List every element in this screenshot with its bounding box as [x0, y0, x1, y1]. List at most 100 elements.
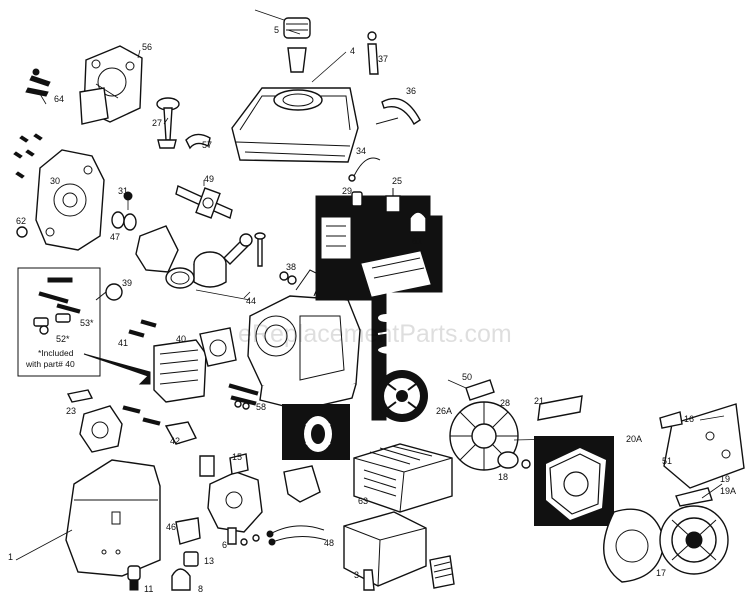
callout-46: 46 [166, 522, 176, 532]
callout-5: 5 [274, 25, 279, 35]
callout-8: 8 [198, 584, 203, 594]
muffler [353, 443, 453, 513]
callout-19: 19 [720, 474, 730, 484]
starter-gasket [603, 508, 665, 583]
clip-16 [659, 411, 683, 429]
engine-block [247, 269, 361, 411]
spark-arrestor [429, 555, 455, 589]
callout-21: 21 [534, 396, 544, 406]
callout-29: 29 [342, 186, 352, 196]
head-bolts-41 [128, 319, 157, 338]
callout-labels: 5 4 37 36 34 29 25 61 56 64 27 57 30 31 … [8, 25, 736, 594]
valve-stem [254, 232, 266, 267]
bracket-50 [465, 379, 495, 401]
callout-31: 31 [118, 186, 128, 196]
callout-62: 62 [16, 216, 26, 226]
leader-lines [15, 29, 725, 561]
oil-dipstick [156, 97, 180, 149]
callout-50: 50 [462, 372, 472, 382]
hose-57 [185, 133, 211, 150]
callout-53: 53* [80, 318, 94, 328]
note-line-1: *Included [38, 348, 74, 358]
cooling-fan [449, 401, 519, 471]
fuel-tank [231, 87, 359, 163]
callout-51: 51 [662, 456, 672, 466]
callout-3: 3 [354, 570, 359, 580]
callout-57: 57 [202, 140, 212, 150]
engine-shroud [65, 459, 161, 577]
callout-19a: 19A [720, 486, 736, 496]
callout-64: 64 [54, 94, 64, 104]
connector-13 [183, 551, 199, 567]
callout-56: 56 [142, 42, 152, 52]
clip-61 [409, 211, 427, 233]
cylinder-head [153, 339, 207, 403]
watermark: eReplacementParts.com [238, 320, 512, 348]
panel-51 [663, 403, 745, 489]
note-line-2: with part# 40 [25, 359, 75, 369]
gasket-rocker [199, 327, 237, 367]
flywheel-26a [376, 370, 428, 422]
fuel-valve-29 [351, 191, 363, 207]
fasteners-6 [240, 534, 260, 546]
bracket-21 [537, 395, 583, 421]
callout-18: 18 [498, 472, 508, 482]
kit-note: *Included with part# 40 [25, 348, 75, 369]
callout-49: 49 [204, 174, 214, 184]
valve-25 [385, 188, 401, 213]
starter-kit-panel [315, 195, 443, 421]
muffler-cover [343, 511, 427, 591]
callout-4: 4 [350, 46, 355, 56]
ignition-switch-11 [127, 565, 141, 591]
primer-bulb-8 [171, 568, 191, 591]
callout-36: 36 [406, 86, 416, 96]
callout-13: 13 [204, 556, 214, 566]
screw-31 [123, 191, 133, 210]
connecting-rod [223, 233, 253, 265]
callout-16: 16 [684, 414, 694, 424]
valve-cover [79, 405, 123, 453]
callout-6: 6 [222, 540, 227, 550]
callout-25: 25 [392, 176, 402, 186]
callout-20a: 20A [626, 434, 642, 444]
callout-42: 42 [170, 436, 180, 446]
crankcase-gasket [79, 45, 143, 125]
callout-34: 34 [356, 146, 366, 156]
bolt-set-64 [25, 68, 51, 97]
callout-47: 47 [110, 232, 120, 242]
callout-61: 61 [412, 236, 422, 246]
fuel-line-34 [348, 157, 381, 182]
bearings-47 [111, 211, 137, 231]
piston [165, 251, 227, 289]
choke-lever-37 [367, 31, 379, 75]
bolts-58 [228, 383, 259, 410]
arrow-to-part-40 [83, 353, 151, 385]
callout-28: 28 [500, 398, 510, 408]
callout-37: 37 [378, 54, 388, 64]
callout-39: 39 [122, 278, 132, 288]
callout-1: 1 [8, 552, 13, 562]
bracket-46 [175, 517, 201, 545]
callout-63: 63 [358, 496, 368, 506]
stator-panel [282, 404, 350, 460]
callout-30: 30 [50, 176, 60, 186]
governor-39 [95, 283, 123, 301]
blower-housing-panel [534, 436, 614, 526]
callout-11: 11 [144, 584, 153, 594]
callout-23: 23 [66, 406, 76, 416]
callout-38: 38 [286, 262, 296, 272]
bracket-42 [164, 421, 197, 445]
recoil-starter [659, 487, 729, 575]
callout-40: 40 [176, 334, 186, 344]
callout-41: 41 [118, 338, 128, 348]
fuel-cap [254, 9, 311, 73]
small-bolts-42 [122, 405, 161, 426]
breather-tube [66, 389, 94, 403]
throttle-cable-36 [375, 97, 421, 126]
callout-48: 48 [324, 538, 334, 548]
carburetor [199, 453, 263, 545]
kit-box [17, 267, 101, 377]
callout-58: 58 [256, 402, 266, 412]
valve-38 [279, 271, 297, 285]
